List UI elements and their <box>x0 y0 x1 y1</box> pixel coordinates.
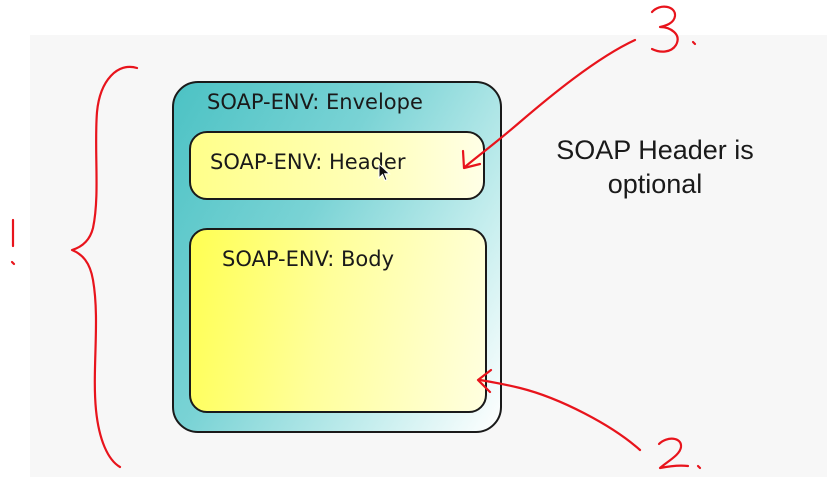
arrow-to-header-head <box>461 149 482 170</box>
soap-body-box <box>189 228 487 413</box>
mark-2-dot <box>696 464 702 470</box>
mouse-cursor-icon <box>378 163 391 182</box>
envelope-label: SOAP-ENV: Envelope <box>207 90 423 114</box>
arrow-to-header <box>464 38 637 168</box>
arrow-to-body-head <box>476 368 493 394</box>
mark-3-stroke <box>650 5 679 53</box>
mark-1-dot <box>10 260 16 266</box>
left-brace-mark <box>70 65 139 469</box>
body-label: SOAP-ENV: Body <box>222 247 395 271</box>
mark-2-stroke <box>657 437 690 470</box>
soap-header-box <box>189 131 485 200</box>
note-line-2: optional <box>607 169 703 199</box>
header-optional-note: SOAP Header is optional <box>520 133 790 201</box>
note-line-1: SOAP Header is <box>556 135 754 165</box>
mark-3-dot <box>691 40 697 46</box>
arrow-to-body <box>478 378 642 452</box>
header-label: SOAP-ENV: Header <box>210 150 406 174</box>
